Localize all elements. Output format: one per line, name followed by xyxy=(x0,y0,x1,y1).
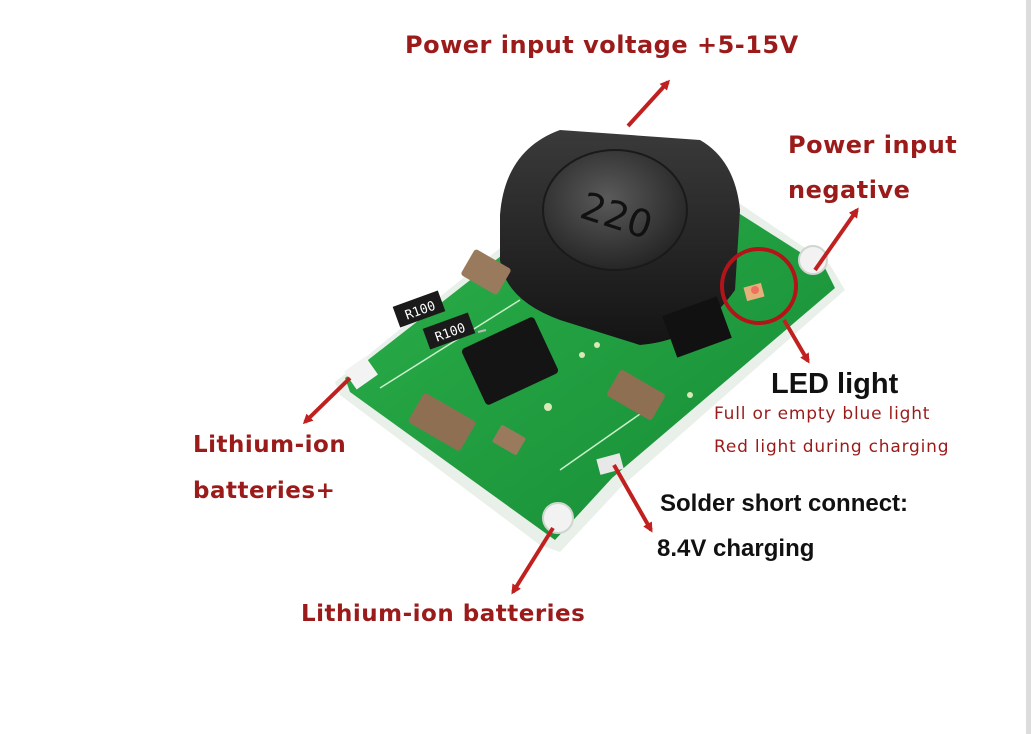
label-power-input-negative-line2: negative xyxy=(788,176,911,204)
label-power-input-voltage: Power input voltage +5-15V xyxy=(405,31,799,59)
edge-strip xyxy=(1026,0,1031,734)
label-led-desc-line1: Full or empty blue light xyxy=(714,404,931,424)
led-highlight-ring xyxy=(720,247,798,325)
label-battery-plus-line1: Lithium-ion xyxy=(193,432,347,458)
label-battery-negative: Lithium-ion batteries xyxy=(301,601,586,627)
label-solder-line1: Solder short connect: xyxy=(660,490,909,517)
diode-component xyxy=(662,296,732,358)
ic-chip xyxy=(461,317,559,405)
arrow-battery-negative xyxy=(511,526,555,595)
led-component xyxy=(743,282,765,302)
annotation-arrows xyxy=(302,79,859,595)
arrow-solder xyxy=(612,464,653,533)
capacitor-components xyxy=(408,249,665,455)
resistor-1: R100 xyxy=(392,290,446,328)
inductor-component: 220 xyxy=(500,130,740,345)
arrow-battery-plus xyxy=(302,376,352,425)
label-led-title: LED light xyxy=(771,368,899,400)
label-battery-plus-line2: batteries+ xyxy=(193,478,336,504)
arrow-power-negative xyxy=(813,207,859,272)
label-power-input-negative-line1: Power input xyxy=(788,131,958,159)
arrow-led xyxy=(782,318,810,364)
label-solder-line2: 8.4V charging xyxy=(657,535,815,562)
arrow-power-input xyxy=(626,79,671,128)
label-led-desc-line2: Red light during charging xyxy=(714,437,950,457)
